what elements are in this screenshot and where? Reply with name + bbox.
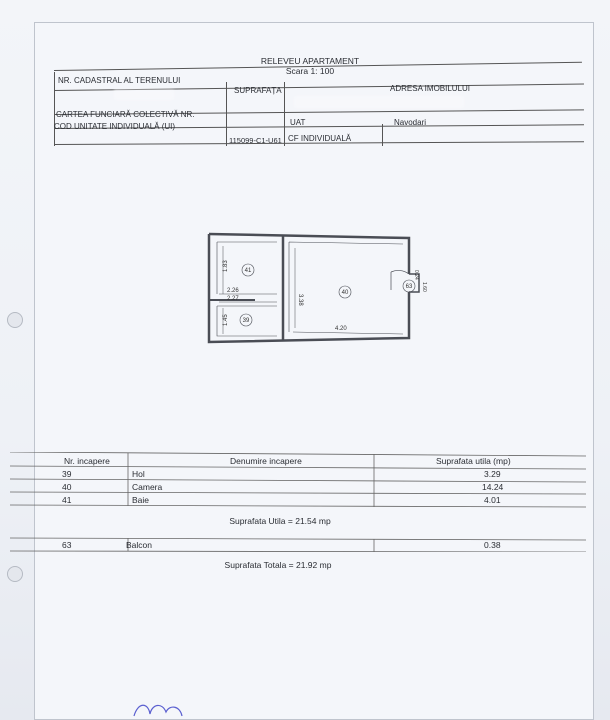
suprafata-label: SUPRAFAȚA xyxy=(234,86,282,95)
suprafata-totala-total: Suprafata Totala = 21.92 mp xyxy=(224,560,332,570)
col-header-nr: Nr. incapere xyxy=(64,456,110,466)
table-row-balcon: 63 Balcon 0.38 xyxy=(62,540,501,550)
adresa-label: ADRESA IMOBILULUI xyxy=(390,84,471,93)
nr-cadastral-label: NR. CADASTRAL AL TERENULUI xyxy=(58,76,181,85)
dim-1-45: 1.45 xyxy=(223,314,229,326)
redacted-cadastral xyxy=(114,90,174,100)
cod-ui-value: 115099-C1-U61 xyxy=(229,136,282,145)
document-title: RELEVEU APARTAMENT xyxy=(260,56,360,66)
dim-2-27: 2.27 xyxy=(227,296,239,302)
cf-individuala-label: CF INDIVIDUALĂ xyxy=(288,134,352,143)
col-header-area: Suprafata utila (mp) xyxy=(436,456,511,466)
dim-3-38: 3.38 xyxy=(297,294,303,306)
document-scale: Scara 1: 100 xyxy=(285,66,335,76)
punch-hole-bottom xyxy=(7,566,23,582)
dim-1-83: 1.83 xyxy=(223,260,229,272)
room-label-40: 40 xyxy=(342,290,349,296)
suprafata-utila-total: Suprafata Utila = 21.54 mp xyxy=(229,516,331,526)
redacted-address xyxy=(294,96,464,108)
info-table: NR. CADASTRAL AL TERENULUI SUPRAFAȚA ADR… xyxy=(53,61,584,146)
cod-ui-label: COD UNITATE INDIVIDUALĂ (UI) xyxy=(54,122,176,131)
col-header-name: Denumire incapere xyxy=(230,456,302,466)
table-row: 41 Baie 4.01 xyxy=(62,495,501,505)
table-grid xyxy=(10,452,586,552)
uat-value: Navodari xyxy=(394,118,427,127)
uat-label: UAT xyxy=(290,118,306,127)
room-label-63: 63 xyxy=(406,284,413,290)
floor-plan: 41 40 39 63 1.83 2.26 2.27 1.45 3.38 4.2… xyxy=(207,232,427,344)
dim-4-20: 4.20 xyxy=(335,326,347,332)
carte-funciara-label: CARTEA FUNCIARĂ COLECTIVĂ NR. xyxy=(56,110,195,119)
pen-doodle xyxy=(133,704,183,717)
punch-hole-top xyxy=(7,312,23,328)
room-label-41: 41 xyxy=(245,268,252,274)
document-sheet xyxy=(34,22,594,720)
table-row: 40 Camera 14.24 xyxy=(62,482,504,492)
dim-1-60: 1.60 xyxy=(421,282,427,292)
dim-2-26: 2.26 xyxy=(227,288,239,294)
table-row: 39 Hol 3.29 xyxy=(62,469,501,479)
room-label-39: 39 xyxy=(243,318,250,324)
dim-0-24: 0.24 xyxy=(413,270,419,280)
